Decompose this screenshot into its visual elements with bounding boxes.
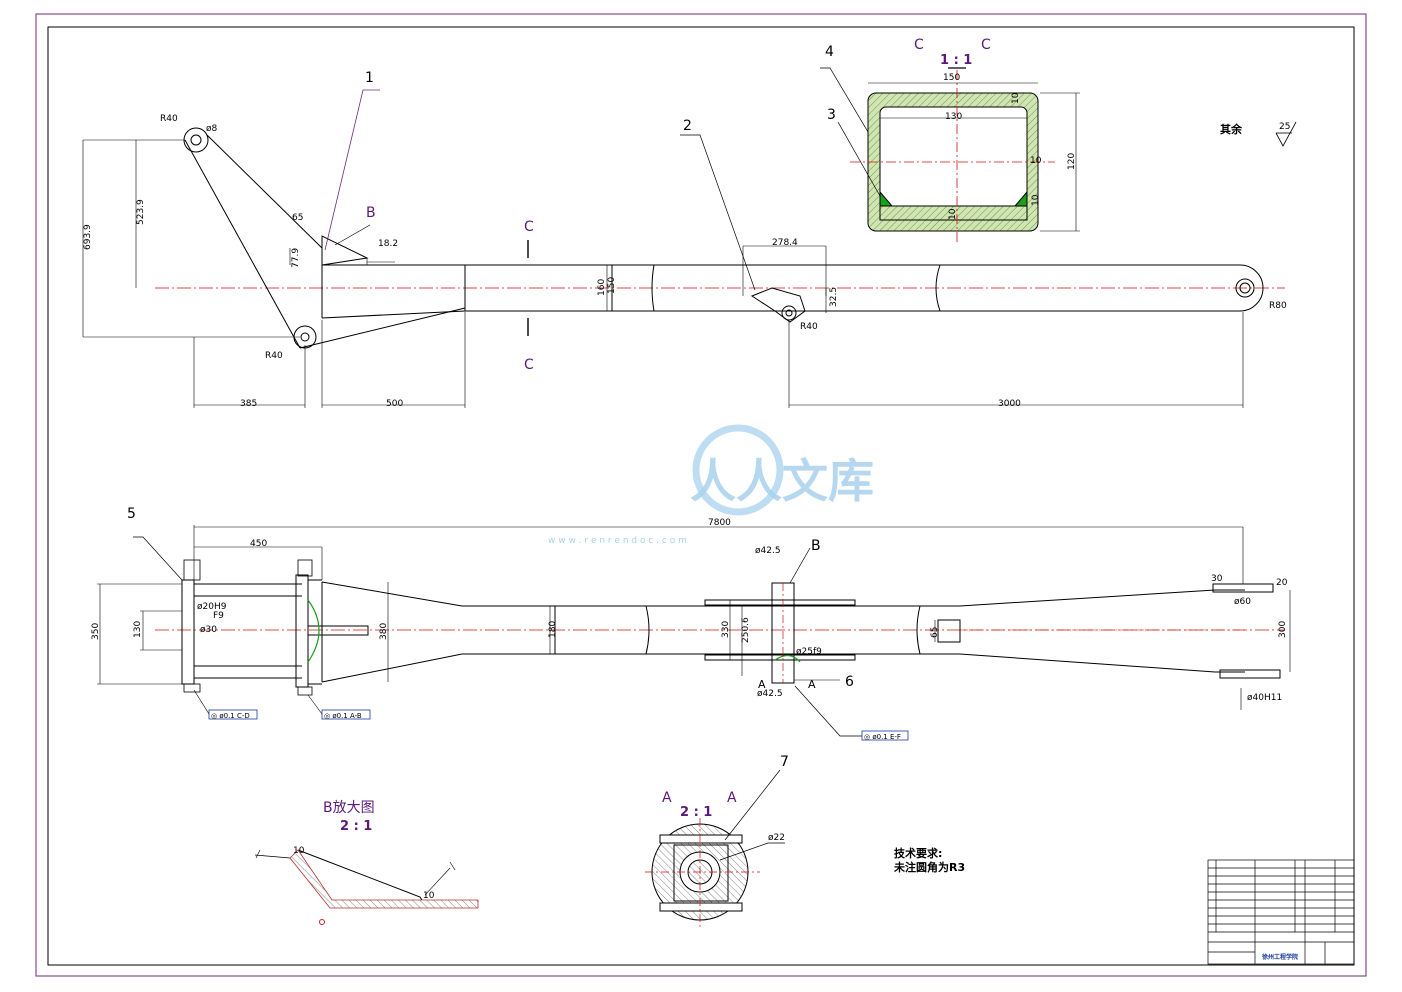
section-cc-right: C (981, 37, 991, 53)
dim-cc-120: 120 (1067, 153, 1077, 170)
section-a-left: A (758, 678, 766, 691)
notes-line1: 未注圆角为R3 (893, 860, 965, 874)
dim-130: 130 (133, 621, 143, 638)
dim-cc-130: 130 (945, 112, 962, 122)
roughness-value: 25 (1279, 122, 1290, 132)
section-c-top: C (524, 219, 534, 235)
section-cc-left: C (914, 37, 924, 53)
part-label-3: 3 (827, 107, 836, 123)
dim-182: 18.2 (378, 239, 398, 249)
dim-20-r: 20 (1276, 578, 1288, 588)
dim-25f9: ø25f9 (796, 647, 822, 657)
section-cc (820, 67, 1080, 245)
b-detail-scale: 2 : 1 (340, 819, 372, 834)
section-aa-right: A (727, 790, 737, 806)
watermark-url: w w w . r e n r e n d o c . c o m (548, 536, 687, 546)
tolerance-frames (208, 709, 909, 741)
top-view (82, 89, 1285, 408)
dim-cc-150: 150 (943, 73, 960, 83)
dim-40h11: ø40H11 (1247, 693, 1282, 703)
dim-385: 385 (240, 399, 257, 409)
dim-cc-10c: 10 (1031, 194, 1041, 206)
roughness-symbol (1275, 121, 1297, 147)
dim-f9: F9 (213, 611, 224, 621)
dim-693: 693.9 (83, 224, 93, 250)
dim-380: 380 (379, 623, 389, 640)
part-label-4: 4 (825, 44, 834, 60)
title-block (1207, 859, 1355, 965)
title-block-text: 徐州工程学院 (1261, 953, 1298, 961)
b-detail (254, 849, 479, 925)
b-detail-title: B放大图 (323, 800, 375, 816)
dim-180: 180 (548, 621, 558, 638)
dim-r40-left: R40 (265, 351, 283, 361)
watermark-text: 人人文库 (690, 454, 874, 508)
dim-20h9: ø20H9 (197, 602, 227, 612)
tolerance-2: ◎ ø0.1 A-B (324, 712, 362, 720)
school-name: 徐州工程学院 (1261, 953, 1298, 961)
dim-r40-top: R40 (160, 114, 178, 124)
dim-30-r: 30 (1211, 574, 1223, 584)
part-label-2: 2 (683, 118, 692, 134)
dim-r80: R80 (1269, 301, 1287, 311)
dim-cc-10a: 10 (1011, 92, 1021, 104)
dim-65: 65 (292, 213, 303, 223)
part-label-5: 5 (127, 506, 136, 522)
dim-330: 330 (721, 621, 731, 638)
dim-77: 77.9 (291, 248, 301, 268)
section-aa (645, 769, 785, 928)
section-aa-left: A (662, 790, 672, 806)
dim-150: 150 (607, 277, 617, 294)
dim-2784: 278.4 (772, 238, 798, 248)
dim-3000: 3000 (998, 399, 1021, 409)
part-label-1: 1 (365, 70, 374, 86)
notes-title: 技术要求: (894, 846, 942, 860)
detail-b-label-top: B (366, 205, 376, 221)
front-view (97, 525, 1291, 737)
part-label-6: 6 (845, 674, 854, 690)
section-aa-scale: 2 : 1 (680, 805, 712, 820)
section-c-bottom: C (524, 357, 534, 373)
dim-523: 523.9 (136, 199, 146, 225)
dim-425-bottom: ø42.5 (757, 689, 783, 699)
outer-border (35, 13, 1367, 977)
dim-350: 350 (91, 623, 101, 640)
dim-65-b: 65 (930, 627, 940, 638)
dim-7800: 7800 (708, 518, 731, 528)
b-dim-10a: 10 (293, 846, 305, 856)
dim-d8: ø8 (206, 124, 218, 134)
dim-500: 500 (386, 399, 403, 409)
dim-22: ø22 (768, 833, 785, 843)
dim-160: 160 (597, 279, 607, 296)
watermark: 人人文库 w w w . r e n r e n d o c . c o m (548, 424, 874, 546)
dim-30: ø30 (200, 625, 217, 635)
dim-300: 300 (1278, 621, 1288, 638)
dim-cc-10d: 10 (948, 208, 958, 220)
roughness-text: 其余 (1220, 122, 1243, 136)
section-cc-scale: 1 : 1 (940, 53, 972, 68)
dim-r40-mid: R40 (800, 322, 818, 332)
part-label-7: 7 (780, 754, 789, 770)
tolerance-3: ◎ ø0.1 E-F (864, 733, 901, 741)
detail-b-label-mid: B (811, 538, 821, 554)
dim-cc-10b: 10 (1030, 156, 1042, 166)
dim-425-top: ø42.5 (755, 546, 781, 556)
section-a-right: A (808, 678, 816, 691)
dim-450: 450 (250, 539, 267, 549)
dim-325: 32.5 (829, 287, 839, 307)
b-dim-10b: 10 (423, 891, 435, 901)
dim-2506: 250.6 (741, 617, 751, 643)
tolerance-1: ◎ ø0.1 C-D (211, 712, 250, 720)
inner-border (47, 26, 1355, 966)
dim-60: ø60 (1234, 597, 1251, 607)
